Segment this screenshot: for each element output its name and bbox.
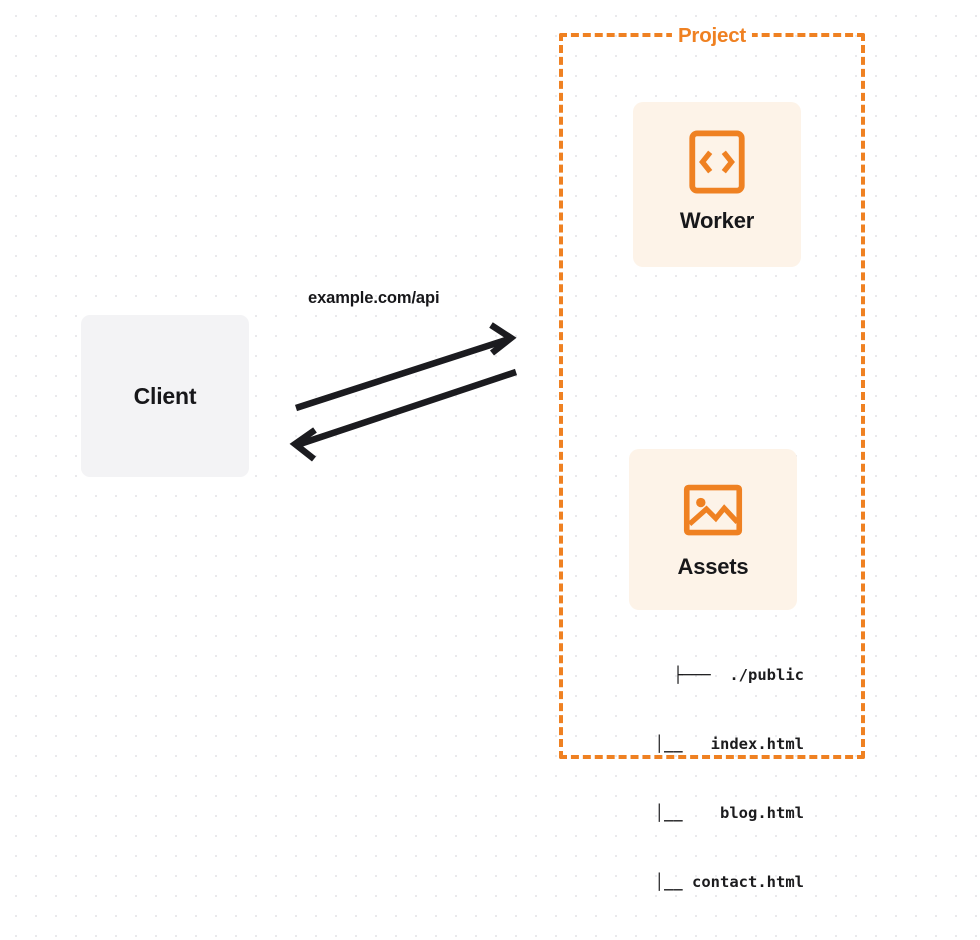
file-tree-row: │__ blog.html [636, 804, 804, 822]
arrow-left-down-icon [289, 368, 518, 462]
image-picture-icon [683, 484, 743, 536]
assets-card[interactable]: Assets [629, 449, 797, 610]
worker-card[interactable]: Worker [633, 102, 801, 267]
arrow-right-up-icon [294, 322, 517, 412]
connection-arrows [289, 322, 518, 462]
diagram-canvas: Client example.com/api Project Worker [81, 24, 865, 891]
client-node[interactable]: Client [81, 315, 249, 477]
assets-file-tree: ├─── ./public │__ index.html │__ blog.ht… [604, 618, 804, 940]
client-node-label: Client [133, 382, 197, 409]
code-brackets-icon [689, 130, 745, 194]
project-title: Project [671, 24, 753, 48]
file-tree-row: ├─── ./public [673, 666, 804, 684]
file-tree-row: │__ index.html [636, 735, 804, 753]
request-url-label: example.com/api [308, 289, 440, 307]
project-container: Project [559, 24, 865, 759]
assets-card-label: Assets [677, 554, 749, 579]
worker-card-label: Worker [679, 208, 755, 233]
file-tree-row: │__ contact.html [636, 873, 804, 891]
